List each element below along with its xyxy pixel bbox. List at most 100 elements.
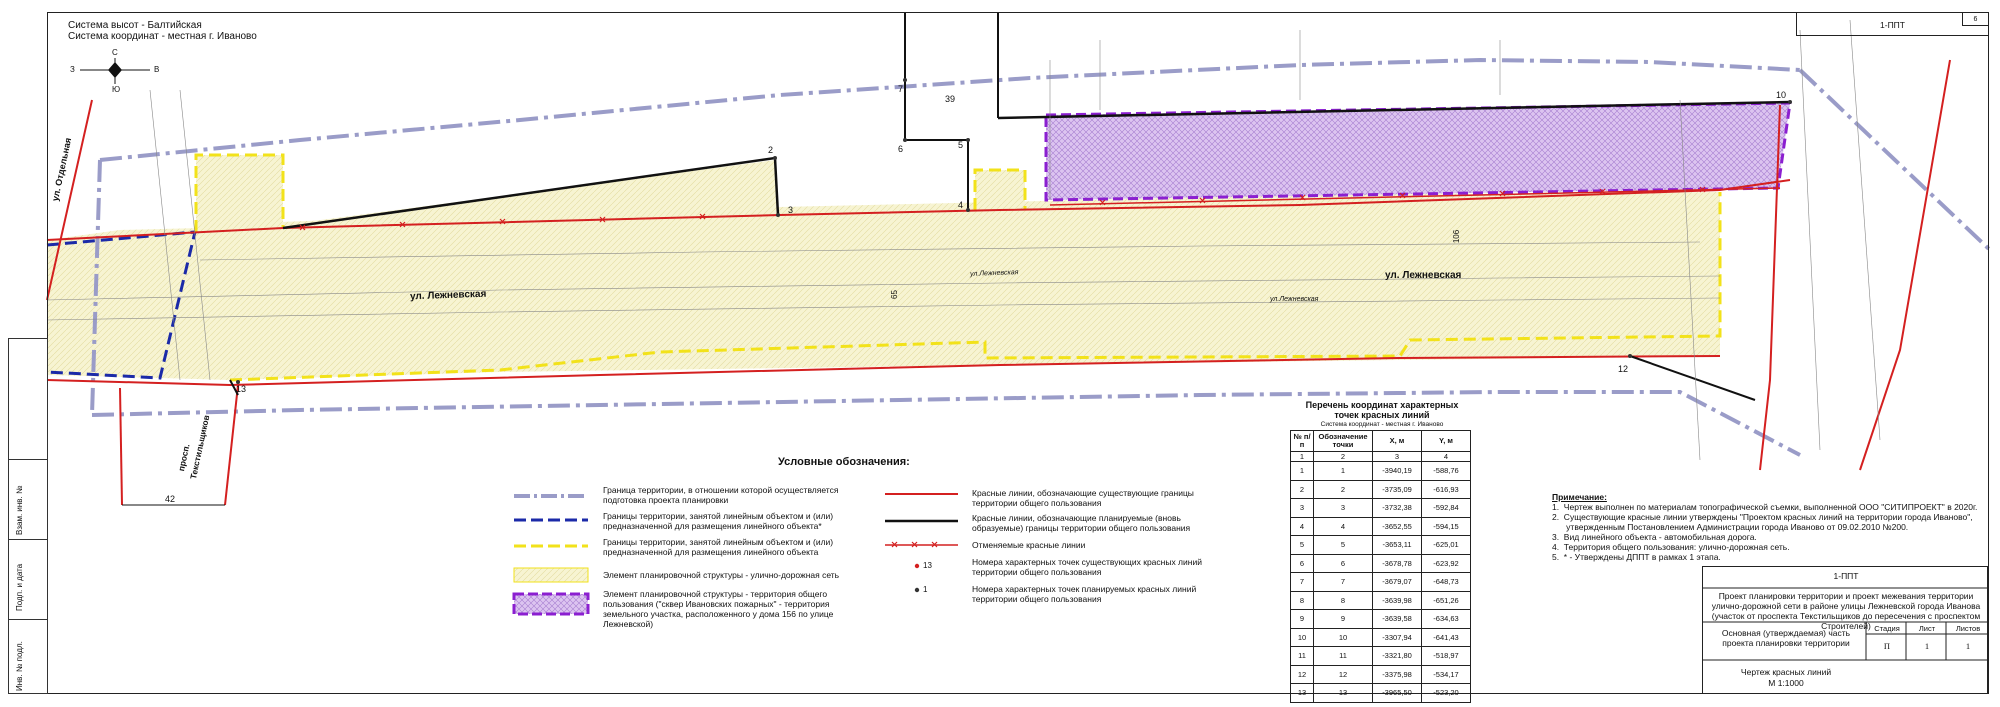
table-cell: -3652,55 xyxy=(1372,516,1422,536)
table-cell: 9 xyxy=(1313,609,1373,629)
table-cell: 13 xyxy=(1290,683,1314,703)
black-line-12 xyxy=(1629,355,1756,401)
note-item: утвержденным Постановлением Администраци… xyxy=(1552,522,1909,532)
red-line-tekstilshchikov xyxy=(119,387,123,506)
table-cell: 8 xyxy=(1313,590,1373,610)
table-cell: 10 xyxy=(1290,627,1314,647)
table-cell: 11 xyxy=(1290,646,1314,666)
table-cell: -648,73 xyxy=(1421,572,1471,592)
stamp-stage-header: Стадия xyxy=(1874,624,1900,633)
red-line-otdelnaya xyxy=(46,99,93,301)
table-cell: -588,76 xyxy=(1421,461,1471,481)
point-label-2: 2 xyxy=(768,145,774,155)
yellow-boundary-center xyxy=(973,168,1027,210)
street-lezhnevskaya-small-2: ул.Лежневская xyxy=(1270,296,1319,303)
coords-col-y: Y, м xyxy=(1421,430,1471,452)
table-cell: -3639,58 xyxy=(1372,609,1422,629)
red-line-far-right xyxy=(1859,59,1951,471)
yellow-boundary-bottom xyxy=(229,192,1722,382)
side-divider xyxy=(9,459,47,460)
table-cell: 2 xyxy=(1313,479,1373,499)
stamp-lines xyxy=(1702,587,1988,661)
table-cell: -3679,07 xyxy=(1372,572,1422,592)
dimension-39: 39 xyxy=(945,94,956,104)
side-divider xyxy=(9,619,47,620)
legend-planned-points: Номера характерных точек планируемых кра… xyxy=(972,584,1197,604)
point-label-5: 5 xyxy=(958,140,964,150)
dimension-65: 65 xyxy=(889,290,899,299)
black-line-13 xyxy=(229,379,239,396)
note-item: 5. * - Утверждены ДППТ в рамках 1 этапа. xyxy=(1552,552,1721,562)
compass-east: В xyxy=(154,65,160,74)
side-label-replace: Взам. инв. № xyxy=(15,485,24,535)
table-cell: 3 xyxy=(1313,498,1373,518)
yellow-boundary-top xyxy=(194,153,285,232)
coords-col-x: X, м xyxy=(1372,430,1422,452)
title-block: 1-ППТ Проект планировки территории и про… xyxy=(1702,566,1988,694)
legend-sample-13: 13 xyxy=(923,561,932,570)
coords-table: № п/п Обозначение точки X, м Y, м 1 2 3 … xyxy=(1290,430,1471,703)
legend-blue-dash: Границы территории, занятой линейным объ… xyxy=(603,511,834,531)
stamp-sheet: 1 xyxy=(1924,641,1930,651)
legend-yellow-dash: Границы территории, занятой линейным объ… xyxy=(603,537,834,557)
cancelled-red-line xyxy=(1049,187,1781,206)
table-cell: 4 xyxy=(1313,516,1373,536)
table-cell: 3 xyxy=(1290,498,1314,518)
point-label-3: 3 xyxy=(788,205,794,215)
stamp-scale: М 1:1000 xyxy=(1768,678,1804,688)
table-cell: 4 xyxy=(1290,516,1314,536)
table-cell: 3 xyxy=(1372,451,1422,462)
dimension-106: 106 xyxy=(1452,229,1462,244)
table-cell: -3653,11 xyxy=(1372,535,1422,555)
project-boundary-top xyxy=(99,57,1801,162)
table-cell: 1 xyxy=(1313,461,1373,481)
coords-title: Перечень координат характерных точек кра… xyxy=(1305,400,1459,420)
black-line-10 xyxy=(997,100,1791,120)
table-cell: -651,26 xyxy=(1421,590,1471,610)
topographic-lines xyxy=(46,19,1881,461)
red-line-tekstilshchikov-2 xyxy=(224,384,239,506)
legend-park: Элемент планировочной структуры - террит… xyxy=(603,589,834,629)
table-cell: 6 xyxy=(1290,553,1314,573)
stamp-part: Основная (утверждаемая) часть проекта пл… xyxy=(1721,628,1851,648)
table-cell: 2 xyxy=(1290,479,1314,499)
stamp-sheets: 1 xyxy=(1965,641,1971,651)
table-cell: -3965,50 xyxy=(1372,683,1422,703)
table-cell: 5 xyxy=(1313,535,1373,555)
notes-list: 1. Чертеж выполнен по материалам топогра… xyxy=(1552,502,1982,562)
stamp-stage: П xyxy=(1883,641,1891,651)
dimension-42: 42 xyxy=(165,494,176,504)
legend-existing-points: Номера характерных точек существующих кр… xyxy=(972,557,1202,577)
notes-title: Примечание: xyxy=(1552,492,1607,502)
table-cell: -3375,98 xyxy=(1372,664,1422,684)
road-area-block-center xyxy=(975,170,1025,210)
side-label-sign: Подп. и дата xyxy=(15,563,24,611)
note-item: 1. Чертеж выполнен по материалам топогра… xyxy=(1552,502,1978,512)
point-markers xyxy=(236,78,1792,384)
table-cell: -634,63 xyxy=(1421,609,1471,629)
table-cell: 5 xyxy=(1290,535,1314,555)
table-cell: 2 xyxy=(1313,451,1373,462)
table-cell: 12 xyxy=(1290,664,1314,684)
table-cell: 10 xyxy=(1313,627,1373,647)
table-cell: -518,97 xyxy=(1421,646,1471,666)
sheet-code-box: 1-ППТ xyxy=(1796,12,1989,36)
table-cell: 1 xyxy=(1290,451,1314,462)
project-boundary-right xyxy=(1798,68,1992,252)
table-cell: -641,43 xyxy=(1421,627,1471,647)
table-cell: -592,84 xyxy=(1421,498,1471,518)
note-item: 3. Вид линейного объекта - автомобильная… xyxy=(1552,532,1757,542)
red-line-right xyxy=(1759,104,1781,471)
